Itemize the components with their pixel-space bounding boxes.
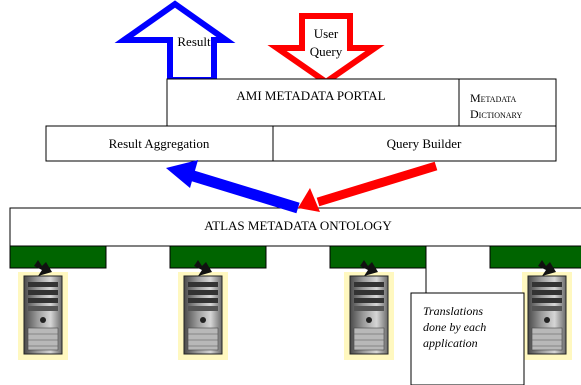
user-query-arrow: User Query <box>267 13 385 86</box>
ontology-box: ATLAS METADATA ONTOLOGY <box>9 207 581 247</box>
aggregation-flow-arrow <box>166 160 300 214</box>
query-flow-arrow <box>298 161 438 212</box>
connector-1 <box>9 245 107 269</box>
note-line2: done by each <box>423 320 486 334</box>
server-icon-4 <box>521 259 573 361</box>
ontology-title: ATLAS METADATA ONTOLOGY <box>204 218 392 233</box>
user-query-label-line2: Query <box>310 44 343 59</box>
metadata-dictionary-line1: Metadata <box>470 91 516 105</box>
result-arrow: Result <box>114 0 236 83</box>
note-line1: Translations <box>423 304 483 318</box>
translation-note: Translations done by each application <box>410 256 525 385</box>
connector-3 <box>329 245 427 269</box>
services-box: Result Aggregation Query Builder <box>45 125 557 162</box>
query-builder-label: Query Builder <box>387 136 462 151</box>
server-icon-1 <box>17 259 69 361</box>
metadata-dictionary-line2: Dictionary <box>470 107 522 121</box>
portal-title: AMI METADATA PORTAL <box>236 88 385 103</box>
result-label: Result <box>177 34 211 49</box>
server-icon-3 <box>343 259 395 361</box>
ontology-connectors <box>9 245 581 269</box>
connector-4 <box>489 245 581 269</box>
note-line3: application <box>423 336 478 350</box>
user-query-label-line1: User <box>314 26 339 41</box>
server-icon-2 <box>177 259 229 361</box>
connector-2 <box>169 245 267 269</box>
result-aggregation-label: Result Aggregation <box>109 136 210 151</box>
metadata-portal-box: AMI METADATA PORTAL Metadata Dictionary <box>166 78 557 127</box>
